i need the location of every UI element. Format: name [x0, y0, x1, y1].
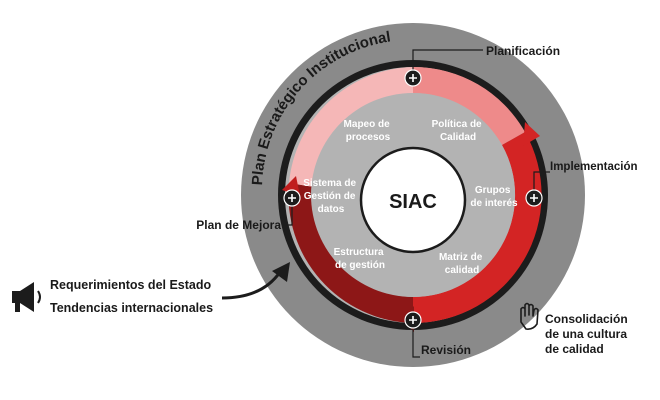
- plus-icon: [525, 189, 543, 207]
- stage-planificacion: Planificación: [486, 44, 560, 58]
- hand-icon: [520, 302, 539, 330]
- megaphone-icon: [12, 282, 41, 312]
- component-mapeo-line1: Mapeo de: [344, 119, 391, 130]
- center-label: SIAC: [389, 191, 437, 213]
- arrow-icon: [221, 271, 282, 300]
- component-mapeo-line2: procesos: [346, 132, 391, 143]
- leader-planificacion: [412, 49, 483, 76]
- component-politica: Política de Calidad: [432, 119, 485, 143]
- component-sistema-line3: datos: [318, 204, 345, 215]
- arc-arrow-tip: [523, 122, 540, 146]
- plus-icon: [404, 311, 422, 329]
- component-matriz-line1: Matriz de: [439, 252, 483, 263]
- component-grupos: Grupos de interés: [470, 185, 518, 209]
- component-mapeo: Mapeo de procesos: [344, 119, 393, 143]
- leader-mejora: [283, 198, 293, 226]
- component-estructura: Estructura de gestión: [334, 247, 387, 271]
- input-tendencias: Tendencias internacionales: [50, 301, 213, 315]
- component-sistema: Sistema de Gestión de datos: [303, 178, 359, 215]
- stage-plan-mejora: Plan de Mejora: [196, 218, 281, 232]
- component-estructura-line2: de gestión: [335, 260, 385, 271]
- arrow-head: [272, 262, 290, 282]
- consolidacion-line1: Consolidación: [545, 312, 628, 326]
- component-grupos-line2: de interés: [470, 198, 518, 209]
- leader-revision: [412, 320, 420, 358]
- arc-revision-segment: [288, 183, 413, 323]
- consolidacion-text: Consolidación de una cultura de calidad: [545, 312, 631, 356]
- component-politica-line2: Calidad: [440, 132, 476, 143]
- plus-icon: [283, 189, 301, 207]
- component-sistema-line2: Gestión de: [304, 191, 356, 202]
- component-sistema-line1: Sistema de: [303, 178, 356, 189]
- consolidacion-line3: de calidad: [545, 342, 604, 356]
- arc-implementacion-segment: [413, 132, 542, 324]
- plus-icon: [404, 69, 422, 87]
- component-grupos-line1: Grupos: [475, 185, 511, 196]
- component-politica-line1: Política de: [432, 119, 482, 130]
- arc-planificacion-segment: [413, 66, 525, 145]
- component-matriz-line2: calidad: [445, 265, 479, 276]
- component-estructura-line1: Estructura: [334, 247, 384, 258]
- consolidacion-line2: de una cultura: [545, 327, 627, 341]
- center-disc: [359, 146, 467, 254]
- stage-revision: Revisión: [421, 343, 471, 357]
- stage-implementacion: Implementación: [550, 161, 638, 173]
- component-matriz: Matriz de calidad: [439, 252, 485, 276]
- leader-implementacion: [533, 171, 550, 198]
- input-requerimientos: Requerimientos del Estado: [50, 278, 212, 292]
